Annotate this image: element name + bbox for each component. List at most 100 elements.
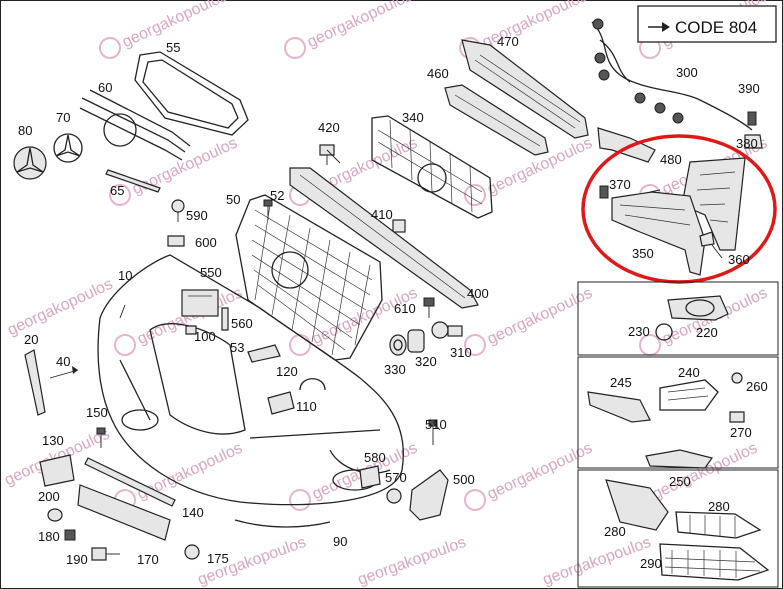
callout-390: 390 bbox=[738, 81, 760, 96]
part-53-bracket bbox=[247, 344, 281, 363]
callout-560: 560 bbox=[231, 316, 253, 331]
part-50-main-grille bbox=[235, 194, 383, 361]
part-390-clip bbox=[747, 111, 757, 126]
watermark-logo-icon bbox=[99, 37, 121, 59]
part-40-screw bbox=[49, 366, 79, 379]
callout-200: 200 bbox=[38, 489, 60, 504]
callout-320: 320 bbox=[415, 354, 437, 369]
watermark-logo-icon bbox=[639, 334, 661, 356]
watermark-text: georgakopoulos bbox=[485, 440, 595, 504]
part-90-lower-trim bbox=[234, 519, 331, 528]
part-370-clip bbox=[599, 185, 609, 199]
callout-120: 120 bbox=[276, 364, 298, 379]
part-300-wiring-harness bbox=[591, 18, 753, 131]
watermark: georgakopoulos bbox=[541, 534, 654, 589]
part-270-clip bbox=[729, 411, 745, 423]
callout-590: 590 bbox=[186, 208, 208, 223]
callout-280a: 280 bbox=[604, 524, 626, 539]
watermark: georgakopoulos bbox=[639, 285, 770, 356]
part-110-tow-cover bbox=[267, 391, 295, 415]
part-360-clip bbox=[699, 231, 715, 247]
callout-380: 380 bbox=[736, 136, 758, 151]
callout-370: 370 bbox=[609, 177, 631, 192]
part-150-bolt bbox=[96, 427, 106, 448]
callout-labels: 55 60 70 80 65 470 460 300 390 380 420 3… bbox=[18, 34, 768, 571]
watermark-logo-icon bbox=[464, 334, 486, 356]
part-610-clip bbox=[423, 297, 435, 318]
part-560-strip bbox=[221, 307, 229, 331]
callout-460: 460 bbox=[427, 66, 449, 81]
callout-500: 500 bbox=[453, 472, 475, 487]
callout-150: 150 bbox=[86, 405, 108, 420]
callout-110: 110 bbox=[296, 399, 317, 414]
part-245-trim bbox=[587, 391, 651, 423]
callout-270: 270 bbox=[730, 425, 752, 440]
watermark: georgakopoulos bbox=[356, 534, 469, 589]
callout-330: 330 bbox=[384, 362, 406, 377]
part-410-clip bbox=[392, 219, 406, 233]
part-500-bracket bbox=[409, 469, 449, 521]
part-510-bolt bbox=[428, 419, 438, 445]
callout-280b: 280 bbox=[708, 499, 730, 514]
part-380-clip bbox=[744, 134, 763, 149]
callout-400: 400 bbox=[467, 286, 489, 301]
watermark: georgakopoulos bbox=[284, 0, 415, 59]
callout-510: 510 bbox=[425, 417, 447, 432]
watermark-logo-icon bbox=[464, 184, 486, 206]
callout-220: 220 bbox=[696, 325, 718, 340]
callout-50: 50 bbox=[226, 192, 240, 207]
part-20-side-trim bbox=[24, 349, 46, 416]
watermark-text: georgakopoulos bbox=[356, 534, 469, 589]
part-120-clip bbox=[299, 378, 326, 391]
part-280-right-vent bbox=[675, 511, 762, 539]
part-80-emblem bbox=[13, 146, 47, 180]
watermark-logo-icon bbox=[464, 489, 486, 511]
watermark: georgakopoulos bbox=[464, 440, 595, 511]
part-100-clip bbox=[185, 325, 197, 335]
part-180-clip bbox=[64, 529, 76, 541]
callout-300: 300 bbox=[676, 65, 698, 80]
callout-550: 550 bbox=[200, 265, 222, 280]
callout-180: 180 bbox=[38, 529, 60, 544]
arrow-right-icon bbox=[648, 22, 670, 32]
part-140-lower-grille bbox=[77, 484, 171, 541]
callout-410: 410 bbox=[371, 207, 393, 222]
callout-190: 190 bbox=[66, 552, 88, 567]
callout-290: 290 bbox=[640, 556, 662, 571]
callout-580: 580 bbox=[364, 450, 386, 465]
callout-20: 20 bbox=[24, 332, 38, 347]
part-190-bolt bbox=[91, 547, 120, 561]
part-590-push-clip bbox=[171, 199, 185, 222]
callout-360: 360 bbox=[728, 252, 750, 267]
callout-610: 610 bbox=[394, 301, 416, 316]
callout-130: 130 bbox=[42, 433, 64, 448]
callout-53: 53 bbox=[230, 340, 244, 355]
detail-panel-light bbox=[577, 356, 779, 469]
watermark-logo-icon bbox=[289, 489, 311, 511]
part-570-nut bbox=[386, 488, 402, 504]
part-550-sensor-module bbox=[181, 289, 219, 317]
callout-570: 570 bbox=[385, 470, 407, 485]
leader-lines bbox=[119, 149, 723, 431]
callout-470: 470 bbox=[497, 34, 519, 49]
watermark-logo-icon bbox=[114, 334, 136, 356]
code-box: CODE 804 bbox=[637, 5, 777, 43]
callout-600: 600 bbox=[195, 235, 217, 250]
watermark: georgakopoulos bbox=[114, 440, 245, 511]
callout-65: 65 bbox=[110, 183, 124, 198]
part-310-parking-sensor bbox=[431, 321, 463, 339]
callout-90: 90 bbox=[333, 534, 347, 549]
part-10-front-bumper bbox=[97, 254, 404, 506]
part-320-sensor-housing bbox=[407, 329, 425, 353]
part-260-screw bbox=[731, 372, 743, 384]
part-460-bracket bbox=[444, 84, 549, 156]
callout-240: 240 bbox=[678, 365, 700, 380]
part-65-trim-strip bbox=[105, 169, 161, 193]
part-200-grommet bbox=[47, 508, 63, 522]
callout-52: 52 bbox=[270, 188, 284, 203]
callout-340: 340 bbox=[402, 110, 424, 125]
part-70-emblem bbox=[53, 133, 83, 163]
part-160-strip bbox=[84, 457, 176, 507]
